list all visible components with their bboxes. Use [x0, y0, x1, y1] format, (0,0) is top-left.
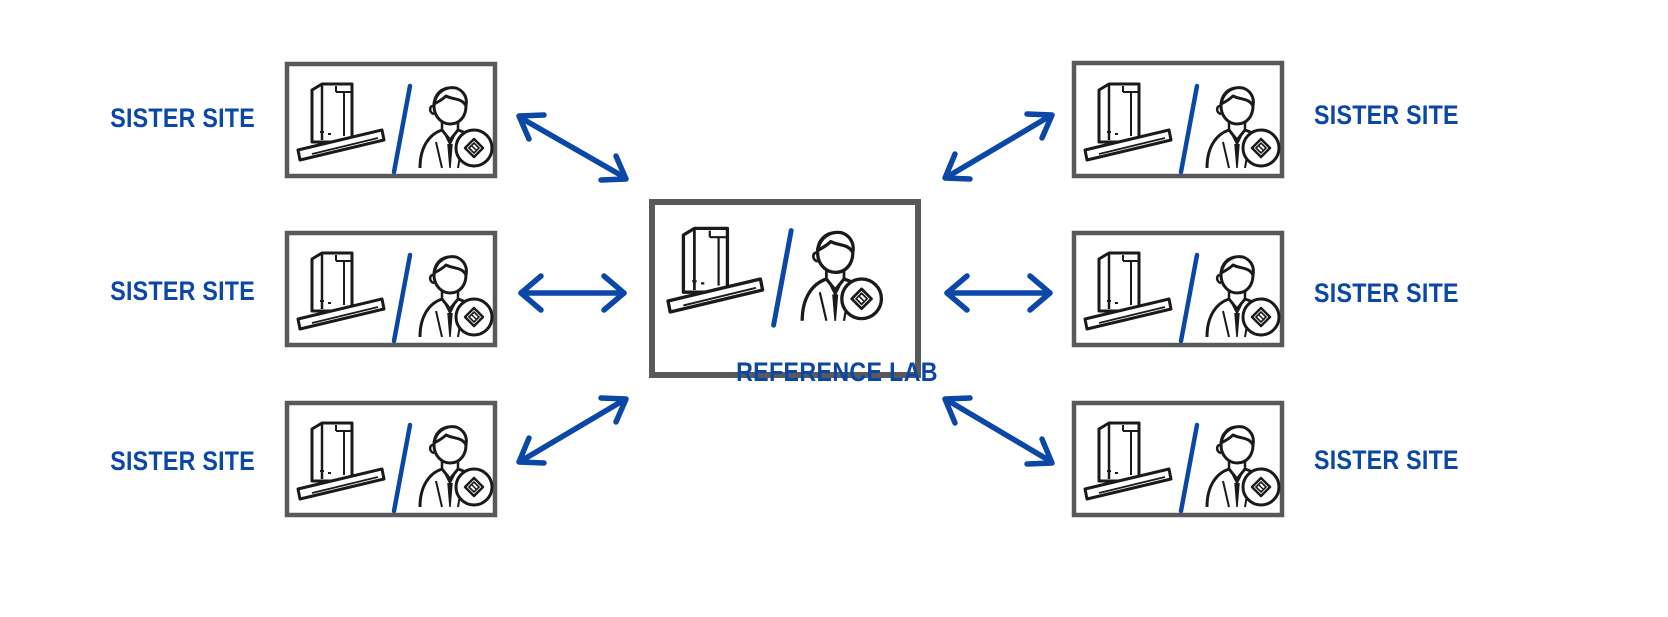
sister-site-left-2 — [284, 230, 498, 348]
double-arrow-left-middle — [518, 273, 627, 313]
double-arrow-left-bottom — [516, 395, 629, 466]
reference-lab — [649, 199, 921, 378]
sister-site-label-left-3: SISTER SITE — [110, 446, 255, 476]
reference-lab-label: REFERENCE LAB — [736, 357, 938, 387]
sister-site-right-2 — [1071, 230, 1285, 348]
sister-site-label-right-1: SISTER SITE — [1314, 100, 1459, 130]
sister-site-label-left-1: SISTER SITE — [110, 103, 255, 133]
double-arrow-right-middle — [944, 273, 1053, 313]
sister-site-left-3 — [284, 400, 498, 518]
double-arrow-left-top — [516, 112, 629, 183]
double-arrow-right-top — [942, 111, 1055, 182]
sister-site-right-1 — [1071, 60, 1285, 179]
double-arrow-right-bottom — [942, 395, 1055, 467]
sister-site-label-left-2: SISTER SITE — [110, 276, 255, 306]
sister-site-left-1 — [284, 61, 498, 179]
sister-site-label-right-3: SISTER SITE — [1314, 445, 1459, 475]
sister-site-label-right-2: SISTER SITE — [1314, 278, 1459, 308]
sister-site-right-3 — [1071, 400, 1285, 518]
